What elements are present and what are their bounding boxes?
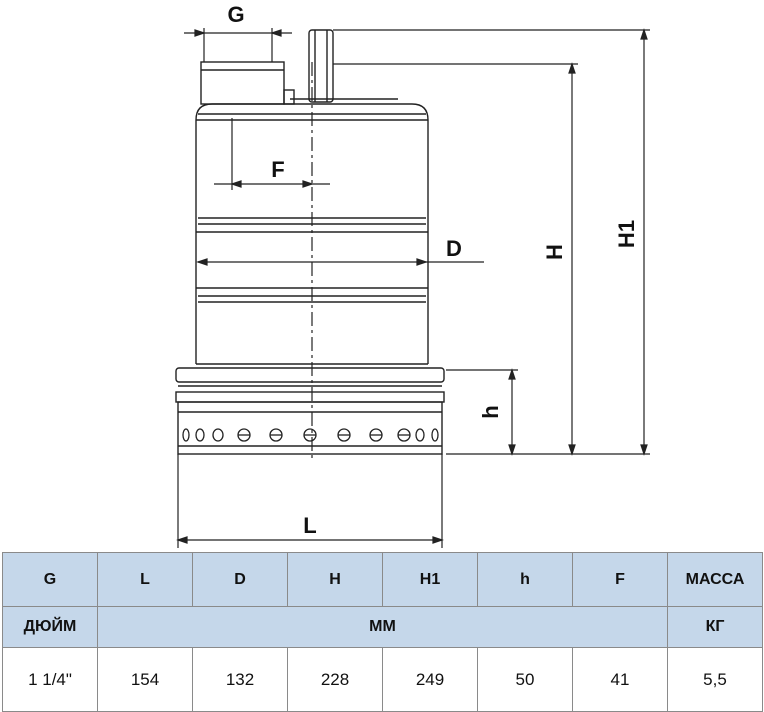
label-h-small: h — [478, 405, 503, 418]
values-row: 1 1/4" 154 132 228 249 50 41 5,5 — [2, 647, 763, 712]
pump-dimension-drawing: G F D L h H H1 — [175, 2, 650, 548]
label-h1: H1 — [614, 220, 639, 248]
value-cell: 132 — [192, 647, 288, 712]
value-cell: 1 1/4" — [2, 647, 98, 712]
header-row: G L D H H1 h F МАССА — [2, 552, 763, 607]
header-cell: МАССА — [667, 552, 763, 607]
unit-cell-kg: КГ — [667, 606, 763, 648]
unit-cell-inch: ДЮЙМ — [2, 606, 98, 648]
value-cell: 50 — [477, 647, 573, 712]
header-cell: L — [97, 552, 193, 607]
header-cell: G — [2, 552, 98, 607]
dimension-lines — [176, 28, 650, 548]
outlet-pipe — [308, 29, 334, 103]
label-g: G — [227, 2, 244, 27]
value-cell: 5,5 — [667, 647, 763, 712]
label-l: L — [303, 513, 316, 538]
value-cell: 249 — [382, 647, 478, 712]
strainer — [177, 401, 443, 455]
header-cell: D — [192, 552, 288, 607]
strainer-holes — [182, 428, 439, 442]
value-cell: 228 — [287, 647, 383, 712]
header-cell: H1 — [382, 552, 478, 607]
label-d: D — [446, 236, 462, 261]
value-cell: 41 — [572, 647, 668, 712]
label-h: H — [542, 244, 567, 260]
header-cell: H — [287, 552, 383, 607]
unit-cell-mm: ММ — [97, 606, 668, 648]
value-cell: 154 — [97, 647, 193, 712]
specifications-table: G L D H H1 h F МАССА ДЮЙМ ММ КГ 1 1/4" 1… — [2, 552, 763, 712]
cable-box — [200, 61, 295, 105]
base-flange — [175, 367, 445, 403]
units-row: ДЮЙМ ММ КГ — [2, 606, 763, 648]
header-cell: F — [572, 552, 668, 607]
header-cell: h — [477, 552, 573, 607]
label-f: F — [271, 157, 284, 182]
